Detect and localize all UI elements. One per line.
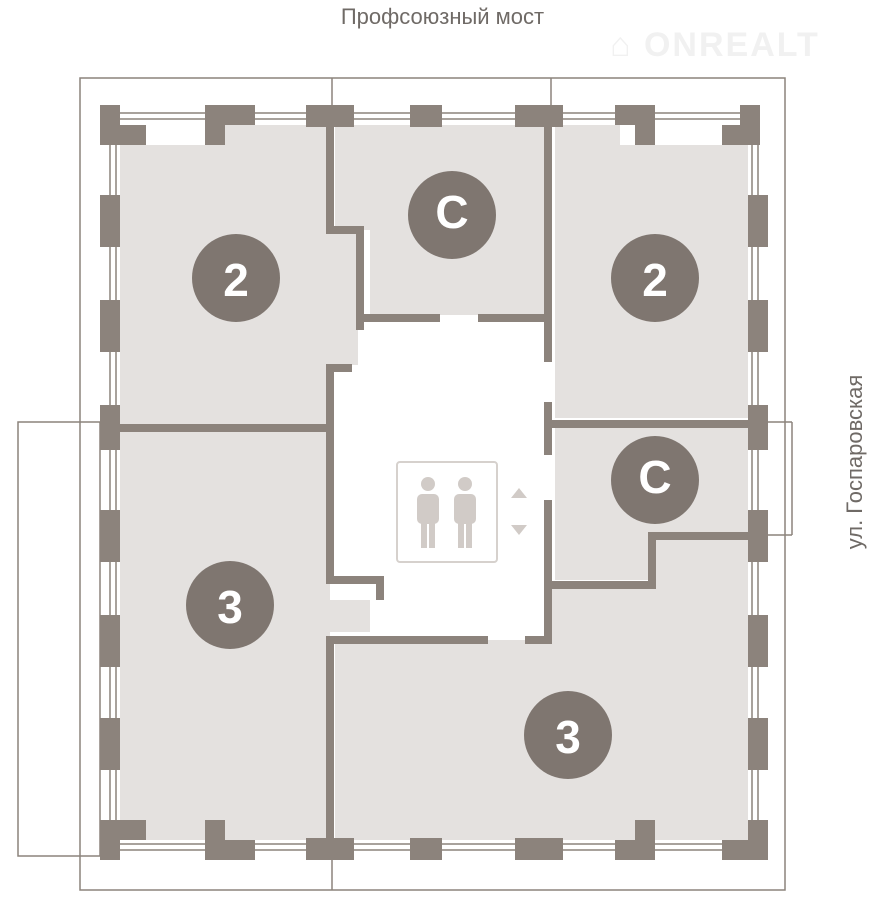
watermark-logo: ⌂ ONREALT bbox=[610, 26, 820, 64]
down-arrow-icon bbox=[511, 525, 527, 535]
badge-label: 3 bbox=[555, 711, 581, 763]
elevator bbox=[396, 461, 527, 563]
up-arrow-icon bbox=[511, 488, 527, 498]
elevator-people-icon bbox=[417, 477, 476, 548]
badge-label: 2 bbox=[223, 254, 249, 306]
apartment-bottom-right[interactable] bbox=[335, 540, 748, 840]
apartment-badge-top-center: C bbox=[408, 171, 496, 259]
badge-label: 2 bbox=[642, 254, 668, 306]
badge-label: 3 bbox=[217, 581, 243, 633]
badge-label: C bbox=[638, 451, 671, 503]
apartment-badge-top-left: 2 bbox=[192, 234, 280, 322]
street-label-top: Профсоюзный мост bbox=[340, 4, 545, 29]
interior-walls bbox=[110, 108, 760, 850]
apartment-badge-middle-right: C bbox=[611, 436, 699, 524]
watermark-text: ONREALT bbox=[643, 26, 820, 64]
badge-label: C bbox=[435, 186, 468, 238]
columns bbox=[100, 105, 768, 860]
apartment-badge-top-right: 2 bbox=[611, 234, 699, 322]
apartment-badge-bottom-left: 3 bbox=[186, 561, 274, 649]
apartment-badge-bottom-right: 3 bbox=[524, 691, 612, 779]
elevator-frame bbox=[396, 461, 498, 563]
